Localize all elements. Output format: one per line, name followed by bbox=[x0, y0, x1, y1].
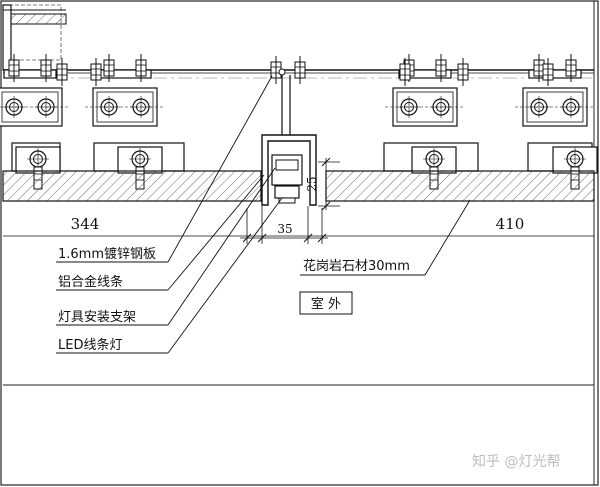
right-bracket-2 bbox=[515, 54, 595, 126]
right-span-value: 410 bbox=[496, 215, 525, 233]
label-aluminum-strip: 铝合金线条 bbox=[58, 274, 123, 290]
gap-width-value: 35 bbox=[277, 222, 292, 236]
corner-profile bbox=[2, 4, 67, 71]
granite-left bbox=[2, 170, 262, 202]
label-granite: 花岗岩石材30mm bbox=[303, 258, 410, 274]
label-fixture-bracket: 灯具安装支架 bbox=[58, 310, 136, 325]
outdoor-label: 室 外 bbox=[311, 296, 341, 312]
light-height-value: 25 bbox=[305, 176, 319, 191]
led-fixture bbox=[261, 55, 317, 206]
gap-dimension: 35 bbox=[240, 206, 328, 244]
label-steel-plate: 1.6mm镀锌钢板 bbox=[58, 246, 156, 262]
label-led-strip: LED线条灯 bbox=[58, 337, 122, 353]
right-bracket-1 bbox=[385, 54, 465, 126]
span-dimension-line: 344 410 bbox=[3, 215, 594, 237]
granite-right bbox=[325, 170, 595, 202]
outdoor-tag: 室 外 bbox=[299, 291, 353, 315]
leader-lines bbox=[56, 75, 471, 354]
light-height-dimension: 25 bbox=[305, 157, 340, 211]
left-span-value: 344 bbox=[71, 215, 100, 233]
watermark: 知乎 @灯光帮 bbox=[472, 453, 560, 470]
